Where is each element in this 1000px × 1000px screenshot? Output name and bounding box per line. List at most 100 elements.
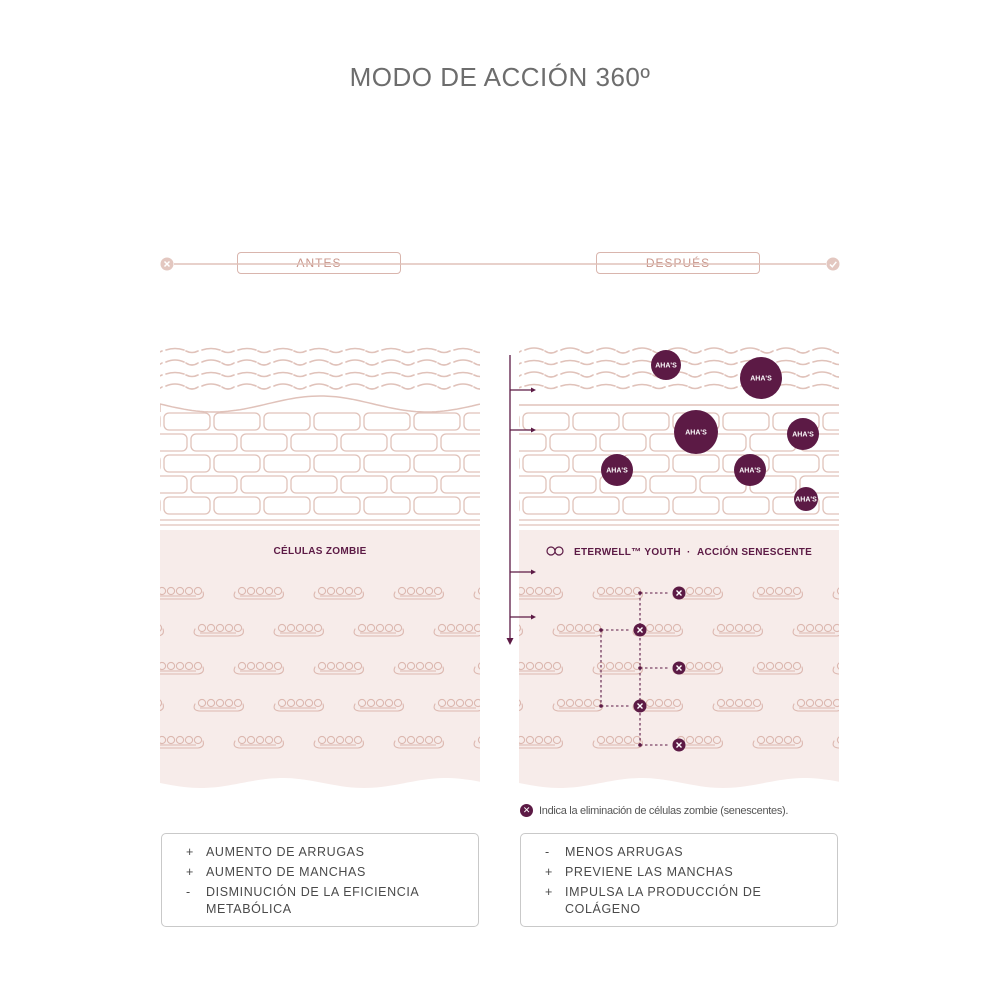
skin-cell: [873, 413, 919, 430]
skin-cell: [599, 433, 647, 452]
zombie-cell: [433, 698, 480, 712]
skin-cell: [822, 454, 839, 473]
skin-cell: [163, 496, 211, 515]
effect-row: -DISMINUCIÓN DE LA EFICIENCIA METABÓLICA: [186, 885, 419, 916]
zombie-cell: [792, 698, 839, 712]
aha-label: AHA'S: [795, 497, 817, 504]
zombie-cell: [160, 735, 204, 749]
stratum-wave: [519, 359, 839, 366]
zombie-cell: [473, 587, 480, 600]
zombie-cell: [273, 698, 324, 712]
skin-cell: [649, 475, 697, 494]
zombie-cell: [193, 698, 244, 712]
elimination-x-icon: [672, 586, 686, 600]
effect-row: +AUMENTO DE ARRUGAS: [186, 845, 365, 859]
zombie-cell: [552, 698, 603, 712]
zombie-cell: [233, 735, 284, 749]
action-label: ACCIÓN SENESCENTE: [697, 545, 812, 558]
skin-cell: [572, 496, 620, 515]
skin-cell: [363, 454, 411, 473]
stratum-wave: [519, 371, 839, 378]
skin-cell: [850, 476, 896, 493]
skin-cell: [549, 475, 597, 494]
zombie-cell: [160, 699, 164, 712]
effect-row: +AUMENTO DE MANCHAS: [186, 865, 366, 879]
zombie-cell: [519, 735, 563, 749]
skin-cell: [519, 433, 547, 452]
before-effects-box: +AUMENTO DE ARRUGAS +AUMENTO DE MANCHAS …: [161, 833, 479, 927]
aha-label: AHA'S: [792, 432, 814, 439]
aha-circle: AHA'S: [787, 418, 819, 450]
zombie-cell: [519, 586, 563, 600]
skin-cell: [190, 475, 238, 494]
after-effects-box: -MENOS ARRUGAS +PREVIENE LAS MANCHAS +IM…: [520, 833, 838, 927]
skin-cell: [850, 434, 896, 451]
aha-circle: AHA'S: [601, 454, 633, 486]
zombie-cell: [233, 586, 284, 600]
penetration-arrow: [506, 355, 536, 645]
zombie-cell: [313, 586, 364, 600]
zombie-cell: [832, 736, 839, 749]
aha-label: AHA'S: [655, 363, 677, 370]
skin-cell: [390, 433, 438, 452]
zombie-cell: [519, 624, 523, 637]
skin-cell: [549, 433, 597, 452]
skin-cell: [522, 454, 570, 473]
skin-cell: [522, 496, 570, 515]
effect-row: +IMPULSA LA PRODUCCIÓN DE COLÁGENO: [545, 885, 762, 916]
skin-cell: [163, 454, 211, 473]
tick-arrowhead: [531, 387, 536, 393]
skin-cell: [622, 496, 670, 515]
skin-cell: [213, 454, 261, 473]
stratum-wave: [519, 347, 839, 354]
zombie-cell: [193, 623, 244, 637]
zombie-cell: [273, 623, 324, 637]
skin-cell: [340, 433, 388, 452]
aha-circle: AHA'S: [674, 410, 718, 454]
skin-cell: [440, 433, 480, 452]
before-x-icon: [160, 257, 174, 271]
zombie-cell: [752, 735, 803, 749]
skin-cell: [463, 412, 480, 431]
zombie-cell: [519, 699, 523, 712]
skin-cell: [390, 475, 438, 494]
skin-cell: [240, 475, 288, 494]
legend-text: Indica la eliminación de células zombie …: [539, 804, 789, 817]
zombie-cell: [393, 661, 444, 675]
before-pill: ANTES: [237, 252, 401, 274]
zombie-cell: [592, 661, 643, 675]
zombie-cell: [313, 735, 364, 749]
before-skin-panel: [160, 347, 480, 788]
zombie-cell: [592, 586, 643, 600]
after-check-icon: [826, 257, 840, 271]
skin-cell: [672, 496, 720, 515]
zombie-cell: [160, 661, 204, 675]
skin-cell: [313, 496, 361, 515]
zombie-cell: [552, 623, 603, 637]
aha-circle: AHA'S: [734, 454, 766, 486]
stratum-wave: [160, 347, 480, 354]
elimination-x-icon: [633, 623, 647, 637]
zombie-cell: [160, 624, 164, 637]
zombie-cell: [313, 661, 364, 675]
skin-cell: [213, 496, 261, 515]
skin-cell: [160, 499, 161, 512]
skin-cell: [672, 454, 720, 473]
tick-arrowhead: [531, 614, 536, 620]
skin-cell: [440, 475, 480, 494]
skin-cell: [240, 433, 288, 452]
skin-cell: [519, 475, 547, 494]
aha-label: AHA'S: [606, 468, 628, 475]
zombie-cell: [752, 661, 803, 675]
zombie-cell: [473, 736, 480, 749]
skin-cell: [413, 454, 461, 473]
tick-arrowhead: [531, 427, 536, 433]
zombie-cell: [832, 662, 839, 675]
aha-circle: AHA'S: [794, 487, 818, 511]
skin-cell: [363, 412, 411, 431]
zombie-cell: [712, 698, 763, 712]
zombie-cells-label: CÉLULAS ZOMBIE: [273, 544, 366, 557]
zombie-cell: [233, 661, 284, 675]
zombie-cell: [473, 662, 480, 675]
